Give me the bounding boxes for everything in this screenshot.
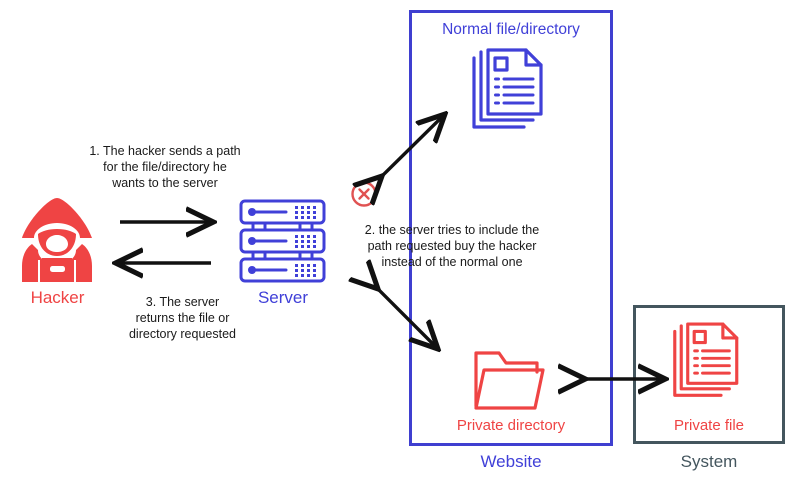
- server-label: Server: [257, 288, 309, 307]
- private-directory-label: Private directory: [456, 417, 566, 434]
- document-stack-icon: [471, 48, 551, 134]
- step-1-text: 1. The hacker sends a path for the file/…: [89, 144, 241, 190]
- website-caption: Website: [480, 452, 542, 471]
- private-file-label: Private file: [673, 417, 745, 434]
- hacker-hooded-figure-icon: [14, 198, 100, 282]
- private-file-document-stack-icon: [672, 322, 746, 402]
- step-3-text: 3. The server returns the file or direct…: [128, 295, 236, 341]
- website-boundary-box: [409, 10, 613, 446]
- server-rack-icon: [239, 199, 326, 283]
- arrow-server-to-private-directory: [377, 288, 437, 348]
- hacker-label: Hacker: [30, 288, 85, 307]
- system-caption: System: [680, 452, 738, 471]
- normal-file-title: Normal file/directory: [442, 21, 580, 38]
- arrow-server-to-normal-file: [381, 115, 444, 177]
- folder-open-icon: [473, 348, 551, 414]
